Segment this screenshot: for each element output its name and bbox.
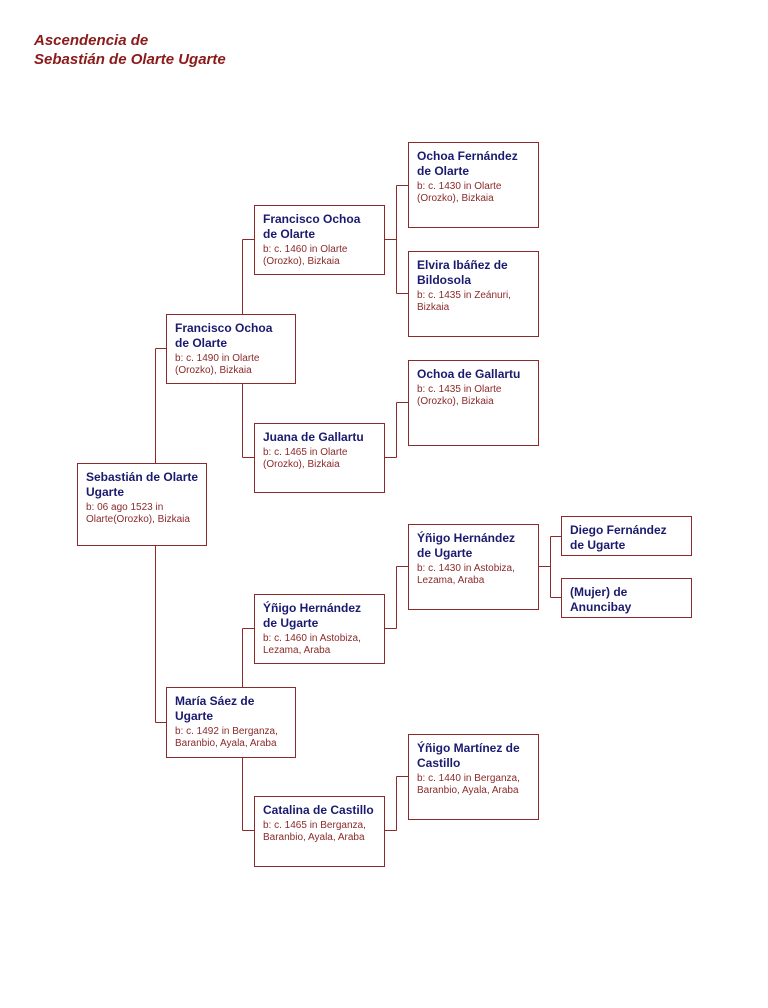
- person-name: (Mujer) de Anuncibay: [570, 585, 632, 614]
- person-birth-info: b: 06 ago 1523 in Olarte(Orozko), Bizkai…: [86, 502, 190, 525]
- person-name: Sebastián de Olarte Ugarte: [86, 470, 199, 499]
- page-title: Ascendencia de Sebastián de Olarte Ugart…: [34, 31, 226, 69]
- person-birth-info: b: c. 1465 in Olarte (Orozko), Bizkaia: [263, 447, 348, 470]
- person-box-yinigo-martinez-de-castillo[interactable]: Ýñigo Martínez de Castillo b: c. 1440 in…: [408, 734, 539, 820]
- person-box-yinigo-hernandez-de-ugarte-1430[interactable]: Ýñigo Hernández de Ugarte b: c. 1430 in …: [408, 524, 539, 610]
- person-box-maria-saez-de-ugarte[interactable]: María Sáez de Ugarte b: c. 1492 in Berga…: [166, 687, 296, 758]
- person-box-elvira-ibanez-de-bildosola[interactable]: Elvira Ibáñez de Bildosola b: c. 1435 in…: [408, 251, 539, 337]
- title-line-1: Ascendencia de: [34, 32, 149, 49]
- person-box-sebastian-de-olarte-ugarte[interactable]: Sebastián de Olarte Ugarte b: 06 ago 152…: [77, 463, 207, 546]
- person-name: Elvira Ibáñez de Bildosola: [417, 258, 508, 287]
- person-birth-info: b: c. 1460 in Olarte (Orozko), Bizkaia: [263, 244, 348, 267]
- person-name: Juana de Gallartu: [263, 430, 364, 444]
- person-name: Francisco Ochoa de Olarte: [175, 321, 273, 350]
- person-birth-info: b: c. 1430 in Olarte (Orozko), Bizkaia: [417, 181, 502, 204]
- person-box-francisco-ochoa-de-olarte-1490[interactable]: Francisco Ochoa de Olarte b: c. 1490 in …: [166, 314, 296, 384]
- person-name: Ýñigo Hernández de Ugarte: [417, 531, 516, 560]
- person-name: Ýñigo Martínez de Castillo: [417, 741, 520, 770]
- person-birth-info: b: c. 1440 in Berganza, Baranbio, Ayala,…: [417, 773, 520, 796]
- person-name: Ochoa Fernández de Olarte: [417, 149, 518, 178]
- person-box-catalina-de-castillo[interactable]: Catalina de Castillo b: c. 1465 in Berga…: [254, 796, 385, 867]
- person-name: Diego Fernández de Ugarte: [570, 523, 667, 552]
- person-birth-info: b: c. 1435 in Olarte (Orozko), Bizkaia: [417, 384, 502, 407]
- person-box-francisco-ochoa-de-olarte-1460[interactable]: Francisco Ochoa de Olarte b: c. 1460 in …: [254, 205, 385, 275]
- person-box-ochoa-fernandez-de-olarte[interactable]: Ochoa Fernández de Olarte b: c. 1430 in …: [408, 142, 539, 228]
- person-birth-info: b: c. 1430 in Astobiza, Lezama, Araba: [417, 563, 515, 586]
- person-name: Francisco Ochoa de Olarte: [263, 212, 361, 241]
- person-box-juana-de-gallartu[interactable]: Juana de Gallartu b: c. 1465 in Olarte (…: [254, 423, 385, 493]
- person-box-yinigo-hernandez-de-ugarte-1460[interactable]: Ýñigo Hernández de Ugarte b: c. 1460 in …: [254, 594, 385, 664]
- title-line-2: Sebastián de Olarte Ugarte: [34, 51, 226, 68]
- person-name: Ýñigo Hernández de Ugarte: [263, 601, 362, 630]
- person-name: Catalina de Castillo: [263, 803, 374, 817]
- person-box-mujer-de-anuncibay[interactable]: (Mujer) de Anuncibay: [561, 578, 692, 618]
- person-birth-info: b: c. 1492 in Berganza, Baranbio, Ayala,…: [175, 726, 278, 749]
- person-birth-info: b: c. 1490 in Olarte (Orozko), Bizkaia: [175, 353, 260, 376]
- person-birth-info: b: c. 1460 in Astobiza, Lezama, Araba: [263, 633, 361, 656]
- person-box-ochoa-de-gallartu[interactable]: Ochoa de Gallartu b: c. 1435 in Olarte (…: [408, 360, 539, 446]
- person-name: Ochoa de Gallartu: [417, 367, 521, 381]
- person-birth-info: b: c. 1435 in Zeánuri, Bizkaia: [417, 290, 511, 313]
- person-birth-info: b: c. 1465 in Berganza, Baranbio, Ayala,…: [263, 820, 366, 843]
- person-name: María Sáez de Ugarte: [175, 694, 255, 723]
- person-box-diego-fernandez-de-ugarte[interactable]: Diego Fernández de Ugarte: [561, 516, 692, 556]
